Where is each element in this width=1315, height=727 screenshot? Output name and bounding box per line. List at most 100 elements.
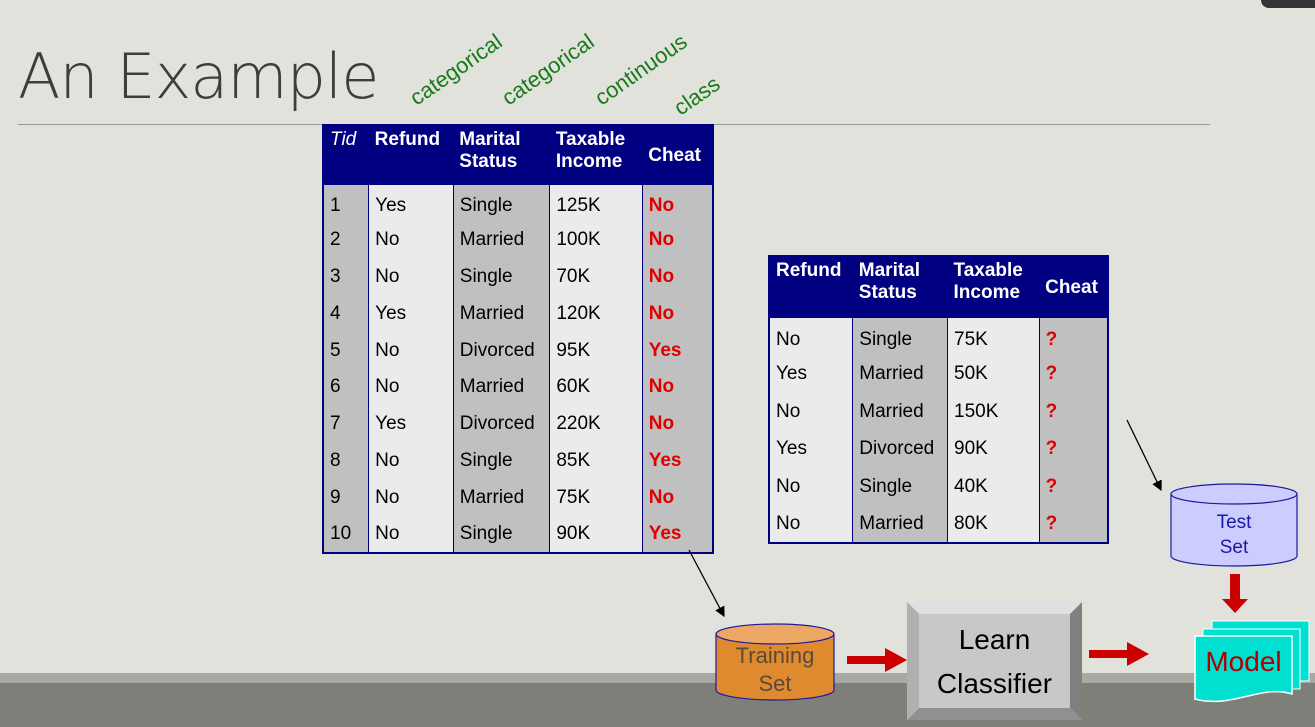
training-set-cylinder — [715, 623, 835, 701]
slide-title: An Example — [18, 40, 379, 113]
table-cell: 6 — [322, 368, 369, 406]
table-cell: Single — [452, 185, 550, 222]
table-cell: Married — [852, 393, 948, 431]
table-cell: Divorced — [452, 332, 550, 369]
table-cell: 90K — [549, 516, 643, 553]
pointer-arrow — [1126, 419, 1162, 492]
table-cell: No — [641, 295, 713, 333]
table-cell: 3 — [322, 258, 369, 296]
table-cell: 8 — [322, 442, 369, 480]
model-label: Model — [1205, 646, 1282, 677]
table-cell: 1 — [322, 185, 369, 222]
red-arrow-icon — [847, 648, 907, 672]
table-cell: 85K — [549, 442, 643, 480]
table-cell: No — [641, 368, 713, 406]
table-cell: ? — [1038, 430, 1108, 468]
table-cell: No — [368, 479, 454, 517]
table-cell: 95K — [549, 332, 643, 369]
column-header: Tid — [323, 125, 369, 185]
table-cell: ? — [1038, 468, 1108, 506]
table-cell: No — [368, 221, 454, 259]
table-cell: No — [768, 318, 853, 356]
table-cell: 100K — [549, 221, 643, 259]
table-cell: 5 — [322, 332, 369, 369]
table-cell: ? — [1038, 318, 1108, 356]
table-cell: 40K — [947, 468, 1040, 506]
table-cell: No — [368, 442, 454, 480]
table-cell: No — [368, 516, 454, 553]
table-cell: Married — [452, 221, 550, 259]
table-cell: ? — [1038, 505, 1108, 543]
table-cell: 10 — [322, 516, 369, 553]
table-cell: Yes — [641, 442, 713, 480]
footer-band — [0, 673, 1315, 683]
table-cell: 7 — [322, 405, 369, 443]
table-cell: 4 — [322, 295, 369, 333]
pointer-arrow — [688, 549, 725, 618]
table-cell: Married — [452, 368, 550, 406]
table-cell: 60K — [549, 368, 643, 406]
table-cell: Yes — [641, 332, 713, 369]
window-corner — [1261, 0, 1315, 8]
column-header: Cheat — [1039, 256, 1108, 318]
table-cell: Yes — [368, 295, 454, 333]
table-cell: Yes — [641, 516, 713, 553]
table-cell: Divorced — [852, 430, 948, 468]
test-set-cylinder — [1170, 483, 1298, 567]
table-cell: No — [641, 258, 713, 296]
column-header: Refund — [769, 256, 853, 318]
table-cell: 120K — [549, 295, 643, 333]
table-cell: Yes — [368, 185, 454, 222]
table-cell: Single — [452, 442, 550, 480]
table-cell: No — [641, 479, 713, 517]
table-cell: No — [368, 258, 454, 296]
table-cell: ? — [1038, 393, 1108, 431]
table-cell: 220K — [549, 405, 643, 443]
table-cell: 75K — [549, 479, 643, 517]
table-cell: Yes — [768, 355, 853, 393]
table-cell: No — [641, 185, 713, 222]
table-cell: Married — [852, 505, 948, 543]
table-cell: Married — [452, 479, 550, 517]
table-cell: 150K — [947, 393, 1040, 431]
red-arrow-icon — [1089, 642, 1149, 666]
red-arrow-icon — [1222, 574, 1248, 613]
learn-classifier-box — [907, 602, 1082, 720]
column-header: Refund — [368, 125, 454, 185]
table-cell: No — [368, 332, 454, 369]
table-cell: 80K — [947, 505, 1040, 543]
table-cell: No — [768, 468, 853, 506]
table-cell: 90K — [947, 430, 1040, 468]
model-document-icon — [1194, 620, 1310, 703]
table-cell: Married — [852, 355, 948, 393]
table-cell: No — [768, 505, 853, 543]
table-cell: Single — [852, 318, 948, 356]
table-cell: Divorced — [452, 405, 550, 443]
table-cell: No — [641, 221, 713, 259]
table-cell: 75K — [947, 318, 1040, 356]
column-header: Cheat — [642, 125, 713, 185]
table-cell: No — [368, 368, 454, 406]
table-cell: Yes — [368, 405, 454, 443]
